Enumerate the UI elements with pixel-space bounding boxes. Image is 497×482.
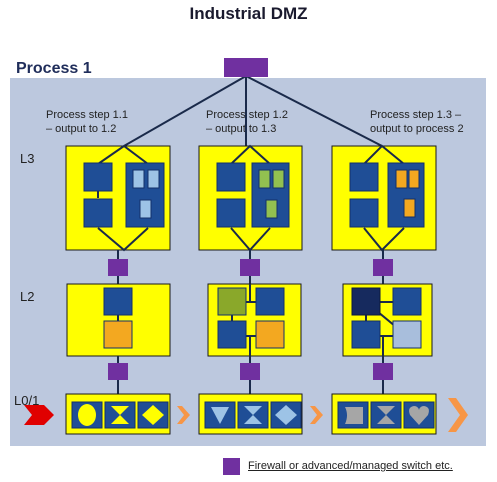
firewall-l2-l01-3[interactable]: [373, 363, 393, 380]
l3-1-node-b[interactable]: [147, 169, 160, 189]
heart-shape-icon: [409, 406, 429, 425]
process-label: Process 1: [16, 60, 92, 77]
step-label-3: Process step 1.3 – output to process 2: [370, 108, 464, 136]
l2-3-device-a[interactable]: [351, 287, 381, 316]
l2-3-device-b[interactable]: [392, 287, 422, 316]
hourglass-shape-icon: [244, 406, 262, 424]
step-3-line-2: output to process 2: [370, 123, 464, 135]
step-label-1: Process step 1.1 – output to 1.2: [46, 108, 128, 136]
l3-3-node-a[interactable]: [395, 169, 408, 189]
uplink-lines: [123, 75, 383, 147]
step-3-line-1: Process step 1.3 –: [370, 109, 462, 121]
hourglass-shape-icon: [111, 406, 129, 424]
flow-arrow-icon: [310, 406, 323, 424]
l01-3-device-b[interactable]: [370, 401, 402, 429]
firewall-l3-l2-3[interactable]: [373, 259, 393, 276]
cylinder-shape-icon: [345, 407, 363, 424]
legend-text: Firewall or advanced/managed switch etc.: [248, 460, 453, 472]
l2-1-device-a[interactable]: [103, 287, 133, 316]
firewall-l3-l2-2[interactable]: [240, 259, 260, 276]
triangle-shape-icon: [211, 407, 229, 424]
l01-2-device-b[interactable]: [237, 401, 269, 429]
l3-3-device-b[interactable]: [349, 198, 379, 228]
firewall-l2-l01-2[interactable]: [240, 363, 260, 380]
legend-firewall-swatch: [223, 458, 240, 475]
l3-3-node-c[interactable]: [403, 198, 416, 218]
hourglass-shape-icon: [377, 406, 395, 424]
level-label-l3: L3: [20, 151, 35, 166]
l3-2-node-b[interactable]: [272, 169, 285, 189]
l01-1-device-b[interactable]: [104, 401, 136, 429]
firewall-l3-l2-1[interactable]: [108, 259, 128, 276]
l2-2-device-c[interactable]: [217, 320, 247, 349]
l3-1-device-a[interactable]: [83, 162, 113, 192]
l2-1-device-b[interactable]: [103, 320, 133, 349]
diamond-shape-icon: [275, 405, 297, 425]
page-title: Industrial DMZ: [189, 4, 308, 23]
step-1-line-1: Process step 1.1: [46, 109, 128, 121]
level-label-l2: L2: [20, 289, 35, 304]
l3-1-device-b[interactable]: [83, 198, 113, 228]
firewall-l2-l01-1[interactable]: [108, 363, 128, 380]
output-arrow-icon: [448, 398, 468, 432]
l3-1-node-c[interactable]: [139, 199, 152, 219]
l3-3-device-a[interactable]: [349, 162, 379, 192]
l2-2-device-d[interactable]: [255, 320, 285, 349]
l3-1-node-a[interactable]: [132, 169, 145, 189]
level-label-l01: L0/1: [14, 393, 40, 408]
diamond-shape-icon: [142, 405, 164, 425]
dmz-firewall[interactable]: [224, 58, 268, 77]
step-1-line-2: – output to 1.2: [46, 123, 117, 135]
l2-3-device-c[interactable]: [351, 320, 381, 349]
l2-3-device-d[interactable]: [392, 320, 422, 349]
l2-2-device-a[interactable]: [217, 287, 247, 316]
l3-2-node-a[interactable]: [258, 169, 271, 189]
input-arrow-icon: [24, 405, 54, 425]
step-2-line-2: – output to 1.3: [206, 123, 277, 135]
l2-2-device-b[interactable]: [255, 287, 285, 316]
l3-2-node-c[interactable]: [265, 199, 278, 219]
l3-2-device-b[interactable]: [216, 198, 246, 228]
flow-arrow-icon: [177, 406, 190, 424]
l3-2-device-a[interactable]: [216, 162, 246, 192]
l3-3-node-b[interactable]: [408, 169, 420, 189]
circle-shape-icon: [78, 404, 96, 426]
